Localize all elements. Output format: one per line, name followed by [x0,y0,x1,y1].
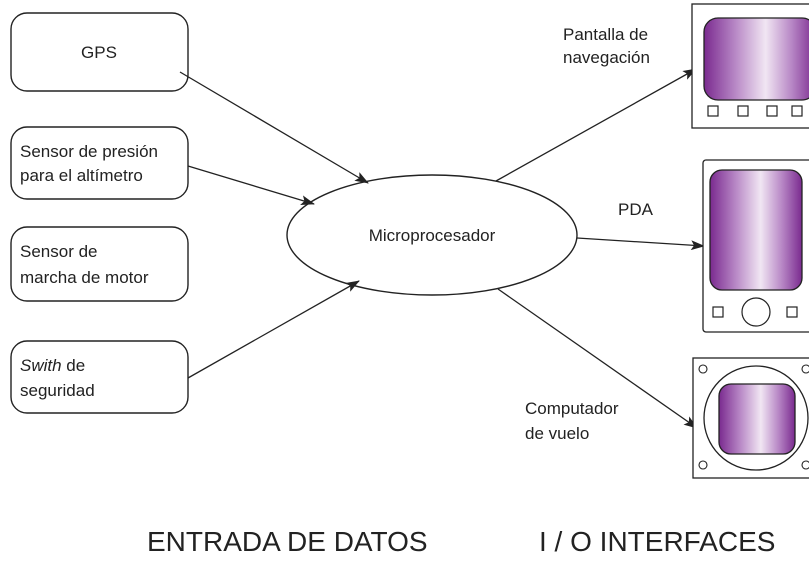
engine-sensor-line1: Sensor de [20,242,98,261]
nav-display-key-1 [707,105,719,117]
pda-label: PDA [618,200,654,219]
flight-computer-screen [718,383,796,455]
pda-device [702,159,809,333]
microprocessor: Microprocesador [286,174,578,296]
nav-display-device [691,3,809,129]
input-gps: GPS [10,12,189,92]
nav-display-line1: Pantalla de [563,25,648,44]
input-pressure-sensor: Sensor de presión para el altímetro [10,126,189,200]
screw-top-left [698,364,708,374]
arrow-processor-to-pda [576,237,705,251]
pressure-sensor-line1: Sensor de presión [20,142,158,161]
microprocessor-label: Microprocesador [369,226,496,245]
pda-left-key [712,306,724,318]
input-engine-sensor: Sensor de marcha de motor [10,226,189,302]
flight-computer-line1: Computador [525,399,619,418]
footer-io-interfaces: I / O INTERFACES [539,526,775,557]
pressure-sensor-line2: para el altímetro [20,166,143,185]
nav-display-key-2 [737,105,749,117]
arrow-switch-to-processor [187,280,360,379]
footer-data-input: ENTRADA DE DATOS [147,526,428,557]
safety-switch-line2: seguridad [20,381,95,400]
screw-bottom-right [801,460,809,470]
arrow-pressure-to-processor [187,165,315,206]
flight-computer-device [692,357,809,479]
nav-display-key-4 [791,105,803,117]
pda-center-button [741,297,771,327]
nav-display-line2: navegación [563,48,650,67]
screw-top-right [801,364,809,374]
arrow-gps-to-processor [179,71,369,184]
pda-screen [709,169,803,291]
flight-computer-line2: de vuelo [525,424,589,443]
pda-right-key [786,306,798,318]
input-safety-switch: Swith de seguridad [10,340,189,414]
arrow-processor-to-nav [495,68,697,182]
gps-label: GPS [81,43,117,62]
nav-display-key-3 [766,105,778,117]
engine-sensor-line2: marcha de motor [20,268,149,287]
nav-display-screen [703,17,809,101]
screw-bottom-left [698,460,708,470]
safety-switch-line1: Swith de [20,356,85,375]
arrow-processor-to-flight-computer [497,288,698,429]
